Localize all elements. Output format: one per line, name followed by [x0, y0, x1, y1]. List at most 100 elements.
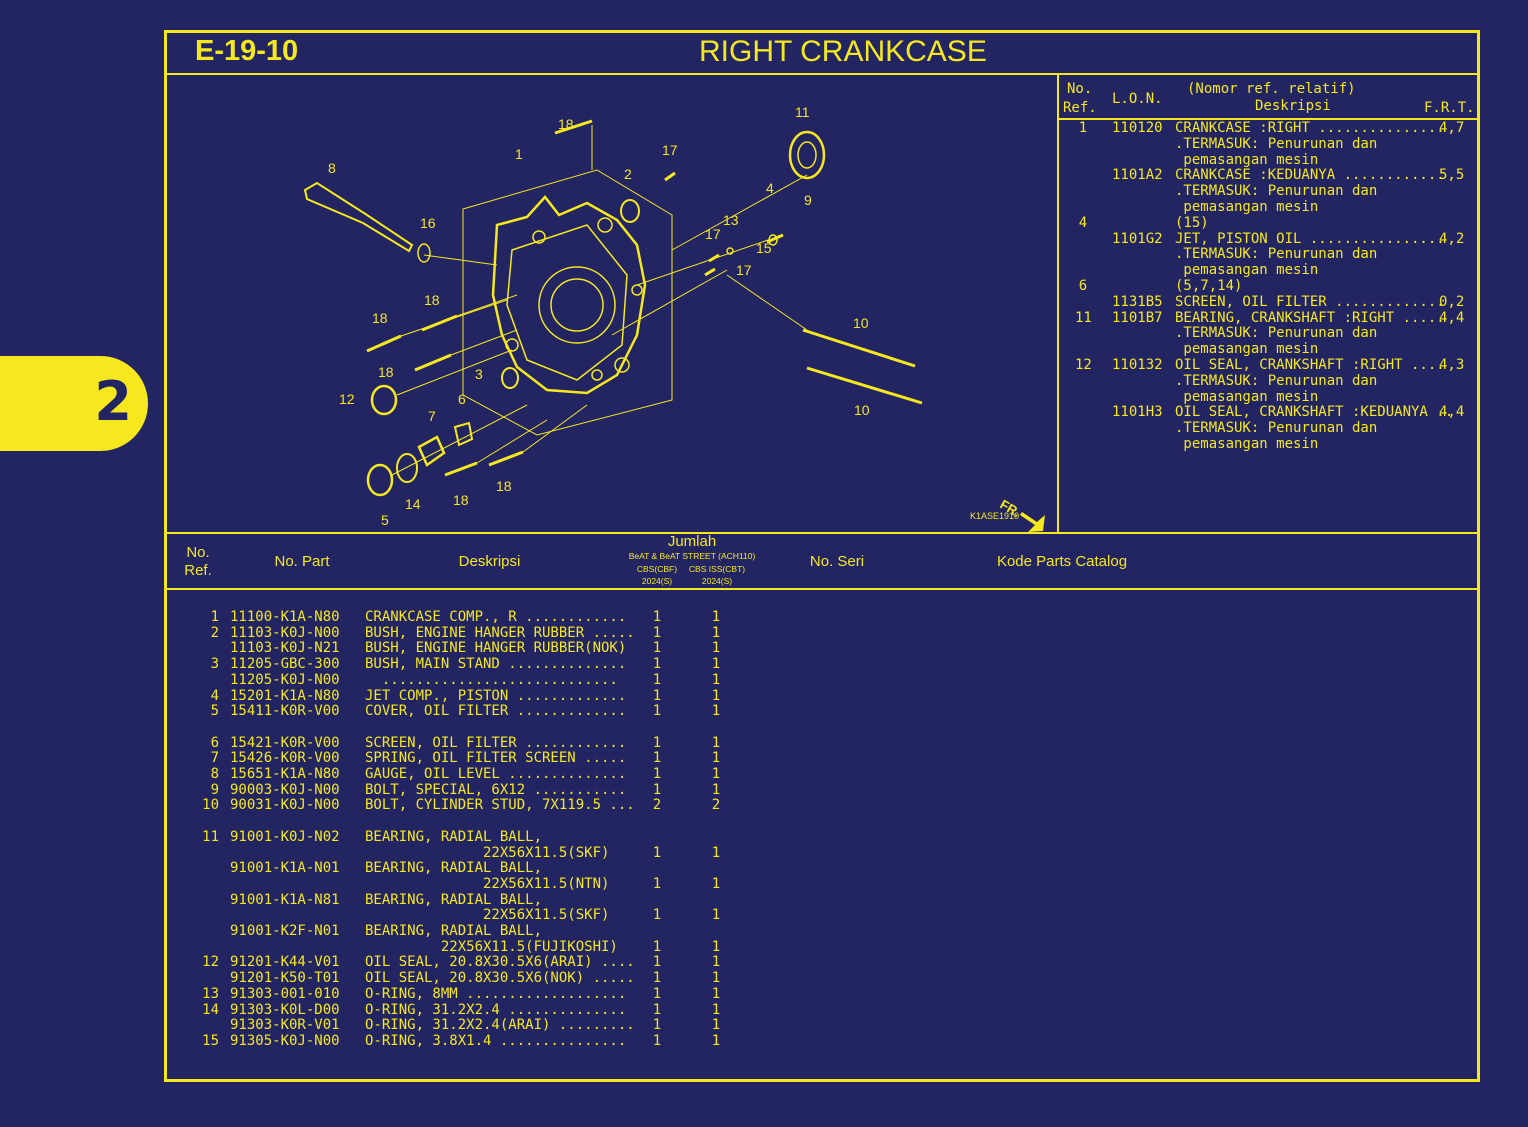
lon-row-ref: 11	[1075, 309, 1092, 326]
row-qty-cbs-iss: 1	[711, 970, 721, 987]
lon-row-frt: 5,5	[1439, 167, 1465, 184]
row-ref: 9	[210, 781, 219, 798]
lon-row-lon: 1101A2	[1112, 167, 1163, 184]
row-qty-cbs: 1	[652, 766, 662, 782]
lon-row-lon: 1101H3	[1112, 404, 1163, 421]
lon-row-lon: 110120	[1112, 120, 1163, 136]
parts-head-q1a: CBS(CBF)	[636, 564, 678, 574]
lon-row-lon: 1101G2	[1112, 230, 1163, 247]
row-qty-cbs: 1	[652, 781, 662, 798]
row-qty-cbs-iss: 1	[711, 687, 721, 704]
row-part-number: 91001-K1A-N01	[230, 860, 340, 877]
lon-row-desc: SCREEN, OIL FILTER .............	[1175, 293, 1445, 310]
catalog-sheet: E-19-10 RIGHT CRANKCASE	[164, 30, 1480, 1082]
lon-row-desc: (5,7,14)	[1175, 278, 1243, 294]
row-description: CRANKCASE COMP., R ............	[365, 609, 627, 625]
row-qty-cbs: 1	[652, 985, 662, 1002]
callout-label: 18	[372, 310, 388, 326]
row-description: GAUGE, OIL LEVEL ..............	[365, 766, 627, 782]
row-description: ............................	[365, 671, 618, 688]
row-qty-cbs-iss: 1	[711, 640, 721, 657]
divider	[167, 532, 1477, 534]
section-code: E-19-10	[195, 35, 299, 67]
lon-row-ref: 1	[1078, 120, 1088, 136]
callout-label: 12	[339, 391, 355, 407]
section-tab[interactable]: 2	[0, 356, 148, 451]
row-part-number: 15411-K0R-V00	[230, 703, 340, 720]
row-qty-cbs-iss: 1	[711, 1001, 721, 1018]
divider	[167, 588, 1477, 590]
table-row[interactable]: 11205-K0J-N00 ..........................…	[167, 672, 767, 688]
callout-label: 16	[420, 215, 436, 231]
parts-head-no: No.Ref.	[184, 544, 212, 579]
row-ref: 4	[210, 687, 219, 704]
lon-row-desc: BEARING, CRANKSHAFT :RIGHT .....	[1175, 309, 1445, 326]
lon-row-lon: 1101B7	[1112, 309, 1163, 326]
row-qty-cbs-iss: 1	[711, 938, 721, 955]
lon-row-frt: 4,3	[1439, 357, 1465, 373]
callout-label: 18	[558, 116, 574, 132]
row-part-number: 15426-K0R-V00	[230, 750, 340, 767]
row-qty-cbs-iss: 1	[711, 1032, 721, 1049]
row-description: 22X56X11.5(NTN)	[365, 875, 610, 892]
row-qty-cbs: 1	[652, 1032, 662, 1049]
table-row[interactable]: 11103-K0J-N21 BUSH, ENGINE HANGER RUBBER(…	[167, 640, 767, 656]
row-ref: 15	[202, 1032, 219, 1049]
lon-head-desc: Deskripsi	[1255, 98, 1331, 114]
lon-row-lon: 1131B5	[1112, 293, 1163, 310]
row-qty-cbs-iss: 1	[711, 907, 721, 924]
row-part-number: 11103-K0J-N21	[230, 640, 340, 657]
row-qty-cbs-iss: 1	[711, 734, 721, 751]
lon-row-desc: JET, PISTON OIL ................	[1175, 230, 1445, 247]
row-part-number: 15421-K0R-V00	[230, 734, 340, 751]
row-part-number: 15651-K1A-N80	[230, 766, 340, 782]
lon-row-desc: pemasangan mesin	[1175, 151, 1319, 168]
row-part-number: 11103-K0J-N00	[230, 624, 340, 641]
row-ref: 1	[210, 609, 219, 625]
parts-head-q1b: 2024(S)	[641, 576, 673, 586]
row-qty-cbs-iss: 1	[711, 954, 721, 971]
divider	[167, 73, 1477, 75]
lon-row-desc: .TERMASUK: Penurunan dan	[1175, 420, 1378, 437]
callout-label: 5	[381, 512, 389, 528]
parts-head-part: No. Part	[274, 553, 330, 570]
lon-row-desc: .TERMASUK: Penurunan dan	[1175, 325, 1378, 342]
row-ref: 14	[202, 1001, 219, 1018]
row-part-number: 11205-K0J-N00	[230, 671, 340, 688]
row-qty-cbs: 1	[652, 970, 662, 987]
row-qty-cbs-iss: 1	[711, 985, 721, 1002]
lon-head-lon: L.O.N.	[1112, 91, 1163, 107]
section-tab-label: 2	[94, 370, 132, 433]
row-qty-cbs-iss: 1	[711, 750, 721, 767]
lon-row-desc: pemasangan mesin	[1175, 199, 1319, 215]
row-qty-cbs: 1	[652, 750, 662, 767]
callout-label: 10	[854, 402, 870, 418]
row-qty-cbs-iss: 1	[711, 609, 721, 625]
row-description: BUSH, ENGINE HANGER RUBBER(NOK)	[365, 640, 627, 657]
row-part-number: 91303-001-010	[230, 985, 340, 1002]
